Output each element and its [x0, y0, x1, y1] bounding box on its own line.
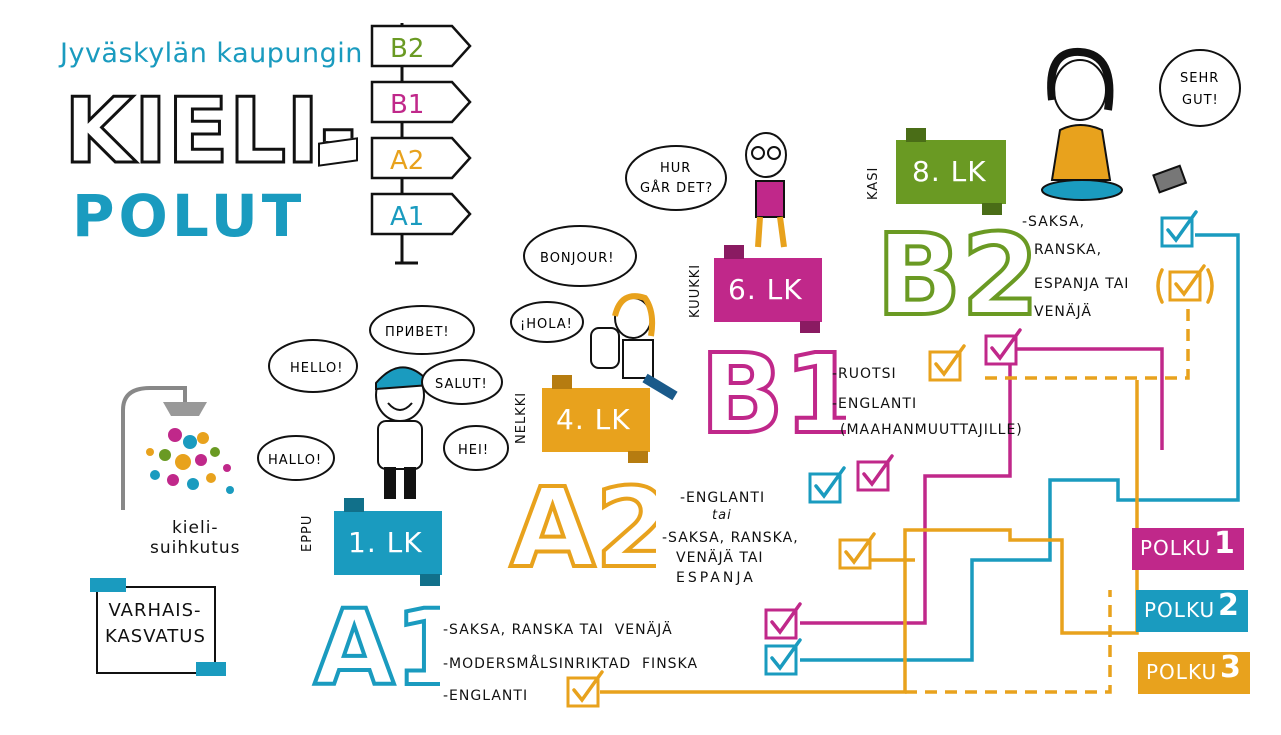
bubble-hur-line1: HUR [660, 161, 691, 176]
b2-item-3: ESPANJA TAI [1034, 276, 1130, 292]
level-a2-code: A2 [510, 464, 656, 582]
bubble-bonjour-text: BONJOUR! [540, 251, 614, 266]
grade-1-ribbon [334, 511, 442, 575]
level-b1-code: B1 [700, 330, 846, 448]
b1-item-3: (MAAHANMUUTTAJILLE) [840, 422, 1023, 438]
a2-item-4: ESPANJA [676, 570, 756, 586]
bubble-sehr-line1: SEHR [1180, 71, 1219, 86]
sign-a1: A1 [390, 202, 424, 232]
bubble-sehr-line2: GUT! [1182, 93, 1219, 108]
b1-item-2: -ENGLANTI [832, 396, 918, 412]
title-line2: POLUT [72, 182, 306, 250]
grade-6-label: 6. LK [728, 273, 803, 306]
bubble-privet [369, 305, 475, 355]
bubble-salut-text: SALUT! [435, 377, 488, 392]
grade-8-label: 8. LK [912, 155, 987, 188]
bubble-hallo [257, 435, 335, 481]
a1-item-1: -SAKSA, RANSKA TAI VENÄJÄ [443, 622, 673, 638]
bubble-hallo-text: HALLO! [268, 453, 322, 468]
b1-item-1: -RUOTSI [832, 366, 897, 382]
a1-item-2: -MODERSMÅLSINRIKTAD FINSKA [443, 656, 699, 672]
a2-item-1: -ENGLANTI [680, 490, 766, 506]
grade-6-ribbon [714, 258, 822, 322]
ribbon-fold [906, 128, 926, 142]
bubble-hello [268, 339, 358, 393]
sign-b1: B1 [390, 90, 424, 120]
b2-item-2: RANSKA, [1034, 242, 1103, 258]
bubble-hei-text: HEI! [458, 443, 489, 458]
bubble-sehr [1159, 49, 1241, 127]
bubble-hello-text: HELLO! [290, 361, 343, 376]
bubble-hei [443, 425, 509, 471]
grade-4-label: 4. LK [556, 403, 631, 436]
box-ribbon [90, 578, 126, 592]
sign-a2: A2 [390, 146, 424, 176]
level-b2-letters: B2 [874, 210, 1032, 330]
a2-item-2: -SAKSA, RANSKA, [662, 530, 799, 546]
city-name: Jyväskylän kaupungin [60, 38, 363, 69]
box-ribbon-2 [196, 662, 226, 676]
b2-item-4: VENÄJÄ [1034, 304, 1092, 320]
check-b2-p3 [1168, 270, 1202, 302]
ribbon-fold [982, 203, 1002, 215]
b2-item-1: -SAKSA, [1022, 214, 1086, 230]
a2-item-3: VENÄJÄ TAI [676, 550, 764, 566]
legend-polku-3 [1138, 652, 1250, 694]
bubble-privet-text: ПРИВЕТ! [385, 325, 450, 340]
signpost: B2 B1 A2 A1 [370, 23, 472, 265]
legend-3-num: 3 [1220, 650, 1242, 685]
grade-1-label: 1. LK [348, 526, 423, 559]
level-a1-code: A1 [314, 588, 440, 698]
girl-figure [590, 293, 678, 401]
level-a1-letters: A1 [312, 588, 440, 698]
bubble-hola-text: ¡HOLA! [520, 317, 573, 332]
legend-1-num: 1 [1214, 526, 1236, 561]
title-kieli: KIELI- [63, 80, 359, 180]
grade-8-ribbon [896, 140, 1006, 204]
title-line1: KIELI- [64, 80, 357, 180]
legend-2-label: POLKU [1144, 598, 1216, 622]
a1-item-3: -ENGLANTI [443, 688, 529, 704]
ribbon-fold [420, 574, 440, 586]
woman-figure [1041, 47, 1188, 201]
legend-2-num: 2 [1218, 588, 1240, 623]
path1-line [800, 347, 1164, 625]
ribbon-fold [344, 498, 364, 512]
early-education-box [96, 586, 216, 674]
ribbon-fold [800, 321, 820, 333]
level-b1-letters: B1 [698, 328, 846, 448]
path3-dashed [905, 590, 1112, 694]
legend-1-label: POLKU [1140, 536, 1212, 560]
legend-polku-2 [1136, 590, 1248, 632]
shower-label: kieli- suihkutus [150, 518, 241, 558]
legend-3-label: POLKU [1146, 660, 1218, 684]
man-figure [745, 132, 787, 248]
boy-figure [375, 366, 432, 499]
a2-item-tai: tai [712, 508, 732, 523]
bubble-hola [510, 301, 584, 343]
bubble-hur [625, 145, 727, 211]
ribbon-fold [628, 451, 648, 463]
level-a2-letters: A2 [508, 462, 656, 582]
bubble-bonjour [523, 225, 637, 287]
bubble-hur-line2: GÅR DET? [640, 180, 713, 196]
ribbon-fold [552, 375, 572, 389]
ribbon-fold [724, 245, 744, 259]
level-b2-code: B2 [876, 211, 1032, 330]
sign-b2: B2 [390, 34, 424, 64]
path2-line [800, 233, 1240, 662]
bubble-salut [421, 359, 503, 405]
early-education-label: VARHAIS- KASVATUS [105, 600, 206, 647]
shower-icon [121, 386, 234, 510]
grade-4-ribbon [542, 388, 650, 452]
path3-line [600, 380, 1139, 694]
legend-polku-1 [1132, 528, 1244, 570]
